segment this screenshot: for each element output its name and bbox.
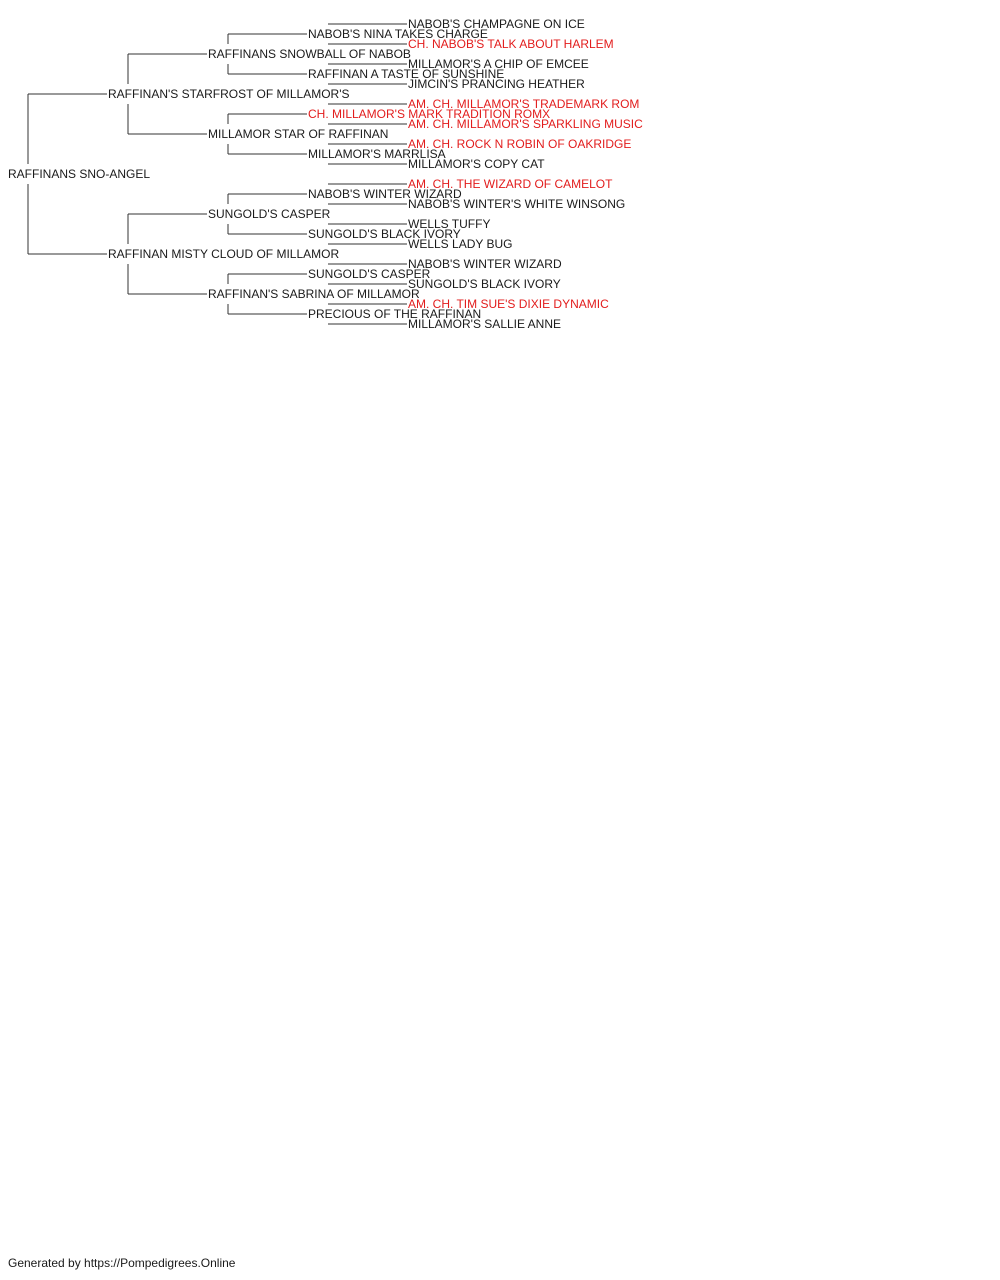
- pedigree-name-gen3: NABOB'S WINTER WIZARD: [308, 187, 462, 201]
- pedigree-name-gen3: MILLAMOR'S MARRLISA: [308, 147, 446, 161]
- pedigree-name-gen0: RAFFINANS SNO-ANGEL: [8, 167, 150, 181]
- pedigree-name-gen4: MILLAMOR'S SALLIE ANNE: [408, 317, 561, 331]
- pedigree-name-gen4: NABOB'S WINTER'S WHITE WINSONG: [408, 197, 625, 211]
- pedigree-name-gen4: MILLAMOR'S COPY CAT: [408, 157, 545, 171]
- pedigree-name-gen4: WELLS TUFFY: [408, 217, 490, 231]
- pedigree-name-gen3: RAFFINAN A TASTE OF SUNSHINE: [308, 67, 504, 81]
- pedigree-name-gen4: MILLAMOR'S A CHIP OF EMCEE: [408, 57, 589, 71]
- pedigree-name-gen3-champion: CH. MILLAMOR'S MARK TRADITION ROMX: [308, 107, 550, 121]
- pedigree-name-gen4: SUNGOLD'S BLACK IVORY: [408, 277, 561, 291]
- pedigree-name-gen4-champion: AM. CH. MILLAMOR'S TRADEMARK ROM: [408, 97, 639, 111]
- pedigree-name-gen4-champion: AM. CH. THE WIZARD OF CAMELOT: [408, 177, 613, 191]
- pedigree-tree: RAFFINANS SNO-ANGEL RAFFINAN'S STARFROST …: [8, 17, 643, 331]
- pedigree-name-gen3: PRECIOUS OF THE RAFFINAN: [308, 307, 481, 321]
- pedigree-name-gen4: WELLS LADY BUG: [408, 237, 512, 251]
- pedigree-name-gen2: MILLAMOR STAR OF RAFFINAN: [208, 127, 388, 141]
- pedigree-name-gen1: RAFFINAN'S STARFROST OF MILLAMOR'S: [108, 87, 350, 101]
- footer-credit: Generated by https://Pompedigrees.Online: [8, 1256, 236, 1270]
- pedigree-name-gen2: RAFFINAN'S SABRINA OF MILLAMOR: [208, 287, 420, 301]
- pedigree-name-gen4: NABOB'S CHAMPAGNE ON ICE: [408, 17, 585, 31]
- pedigree-name-gen2: SUNGOLD'S CASPER: [208, 207, 331, 221]
- pedigree-name-gen4-champion: CH. NABOB'S TALK ABOUT HARLEM: [408, 37, 614, 51]
- pedigree-name-gen3: NABOB'S NINA TAKES CHARGE: [308, 27, 488, 41]
- pedigree-name-gen3: SUNGOLD'S BLACK IVORY: [308, 227, 461, 241]
- pedigree-name-gen4: JIMCIN'S PRANCING HEATHER: [408, 77, 585, 91]
- pedigree-name-gen4-champion: AM. CH. ROCK N ROBIN OF OAKRIDGE: [408, 137, 631, 151]
- pedigree-name-gen2: RAFFINANS SNOWBALL OF NABOB: [208, 47, 411, 61]
- pedigree-name-gen4-champion: AM. CH. MILLAMOR'S SPARKLING MUSIC: [408, 117, 643, 131]
- pedigree-name-gen4-champion: AM. CH. TIM SUE'S DIXIE DYNAMIC: [408, 297, 609, 311]
- pedigree-name-gen4: NABOB'S WINTER WIZARD: [408, 257, 562, 271]
- pedigree-name-gen1: RAFFINAN MISTY CLOUD OF MILLAMOR: [108, 247, 339, 261]
- pedigree-name-gen3: SUNGOLD'S CASPER: [308, 267, 431, 281]
